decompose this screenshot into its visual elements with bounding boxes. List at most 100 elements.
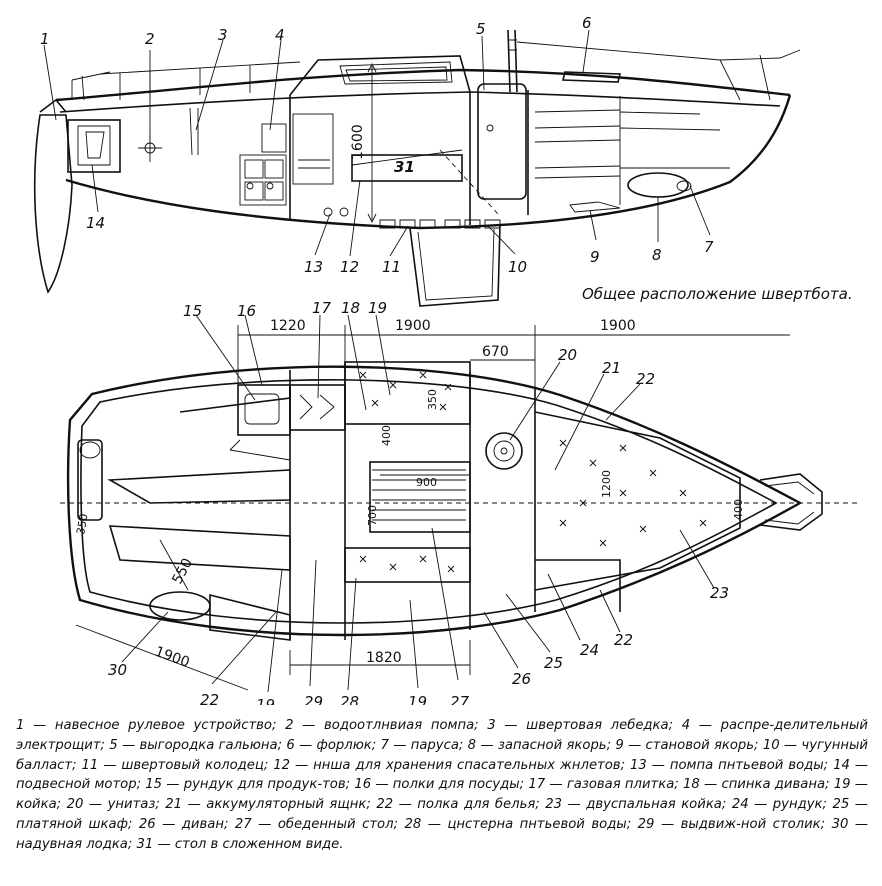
- legend-item: 9 — становой якорь;: [615, 737, 759, 753]
- side-elevation: 1 2 3 4 5 6 7 8 9 10 11 12 13 14 31 1600…: [33, 14, 853, 307]
- legend-text: выдвиж-ной столик;: [680, 816, 826, 832]
- dim-900: 900: [416, 476, 437, 489]
- legend-number: 29: [637, 816, 655, 832]
- legend-item: 11 — швертовый колодец;: [81, 757, 269, 773]
- dim-1820: 1820: [366, 650, 402, 666]
- callout-12: 12: [340, 258, 359, 276]
- legend-text: полка для белья;: [417, 797, 540, 813]
- legend-number: 10: [762, 737, 780, 753]
- legend-item: 17 — газовая плитка;: [528, 777, 679, 793]
- legend-number: 17: [528, 777, 546, 793]
- legend-number: 15: [145, 777, 163, 793]
- legend-number: 26: [138, 816, 156, 832]
- label-31: 31: [394, 158, 415, 176]
- legend-number: 27: [234, 816, 252, 832]
- callout-18: 18: [341, 299, 360, 317]
- callout-19-bottom-left: 19: [256, 696, 275, 705]
- callout-27: 27: [450, 693, 470, 705]
- callout-20: 20: [558, 346, 577, 364]
- legend-item: 31 — стол в сложенном виде.: [136, 836, 344, 852]
- dim-400-left: 400: [380, 425, 393, 446]
- legend-text: рундук для продук-тов;: [183, 777, 351, 793]
- legend-number: 31: [136, 836, 154, 852]
- legend-item: 22 — полка для белья;: [376, 797, 540, 813]
- legend-text: рундук;: [772, 797, 827, 813]
- legend-item: 29 — выдвиж-ной столик;: [637, 816, 826, 832]
- legend-text: распре-делительный электрощит;: [16, 718, 868, 753]
- legend-text: швертовая лебедка;: [526, 718, 674, 733]
- callout-11: 11: [382, 258, 401, 276]
- legend-number: 11: [81, 757, 99, 773]
- callout-13: 13: [304, 258, 323, 276]
- legend-item: 20 — унитаз;: [66, 797, 160, 813]
- legend-item: 3 — швертовая лебедка;: [487, 718, 674, 733]
- side-view-caption: Общее расположение швертбота.: [582, 285, 853, 303]
- legend-number: 28: [404, 816, 422, 832]
- legend-number: 25: [832, 797, 850, 813]
- legend-text: полки для посуды;: [392, 777, 525, 793]
- dim-350-stern: 350: [74, 513, 90, 536]
- legend-text: койка;: [16, 797, 62, 813]
- legend-number: 19: [833, 777, 851, 793]
- legend-number: 3: [487, 718, 496, 733]
- legend-item: 7 — паруса;: [380, 737, 464, 753]
- dim-670: 670: [482, 344, 509, 360]
- legend-text: платяной шкаф;: [16, 816, 133, 832]
- legend-item: 27 — обеденный стол;: [234, 816, 398, 832]
- legend-number: 14: [833, 757, 850, 773]
- callout-1: 1: [40, 30, 50, 48]
- legend-text: стол в сложенном виде.: [174, 836, 344, 852]
- legend-text: обеденный стол;: [277, 816, 398, 832]
- legend-item: 13 — помпа пнтьевой воды;: [629, 757, 829, 773]
- legend-number: 24: [731, 797, 749, 813]
- dim-1220: 1220: [270, 318, 306, 334]
- legend-item: 30 — надувная лодка;: [16, 816, 869, 852]
- legend-text: диван;: [181, 816, 229, 832]
- dim-550: 550: [169, 556, 196, 587]
- legend-text: водоотлнвиая помпа;: [323, 718, 479, 733]
- legend-text: становой якорь;: [645, 737, 759, 753]
- legend-text: навесное рулевое устройство;: [54, 718, 277, 733]
- legend-number: 30: [831, 816, 849, 832]
- legend-text: двуспальная койка;: [586, 797, 727, 813]
- callout-7: 7: [704, 238, 714, 256]
- legend-item: 24 — рундук;: [731, 797, 827, 813]
- dim-1200: 1200: [600, 470, 613, 498]
- callout-10: 10: [508, 258, 527, 276]
- plan-view: 15 16 17 18 19 20 21 22 23 24 25 26 27 2…: [60, 299, 860, 705]
- legend-text: газовая плитка;: [566, 777, 679, 793]
- legend-number: 5: [109, 737, 118, 753]
- legend-number: 20: [66, 797, 84, 813]
- legend-number: 4: [681, 718, 691, 733]
- callout-23: 23: [710, 584, 729, 602]
- legend-number: 23: [545, 797, 563, 813]
- legend-number: 6: [286, 737, 295, 753]
- legend-item: 1 — навесное рулевое устройство;: [16, 718, 277, 733]
- callout-21: 21: [602, 359, 621, 377]
- legend-item: 2 — водоотлнвиая помпа;: [285, 718, 479, 733]
- legend-text: помпа пнтьевой воды;: [669, 757, 829, 773]
- legend-item: 16 — полки для посуды;: [354, 777, 525, 793]
- legend-text: цнстерна пнтьевой воды;: [447, 816, 632, 832]
- legend-text: надувная лодка;: [16, 836, 133, 852]
- legend-item: 28 — цнстерна пнтьевой воды;: [404, 816, 632, 832]
- callout-28: 28: [340, 693, 359, 705]
- legend-item: 14 — подвесной мотор;: [16, 757, 868, 793]
- dim-350: 350: [426, 389, 439, 410]
- legend-text: запасной якорь;: [497, 737, 612, 753]
- legend-item: 23 — двуспальная койка;: [545, 797, 727, 813]
- legend-item: 8 — запасной якорь;: [467, 737, 612, 753]
- callout-6: 6: [582, 14, 592, 32]
- legend-number: 9: [615, 737, 624, 753]
- legend: 1 — навесное рулевое устройство; 2 — вод…: [16, 716, 868, 855]
- legend-number: 16: [354, 777, 372, 793]
- callout-2: 2: [145, 30, 155, 48]
- callout-17: 17: [312, 299, 332, 317]
- callout-19-bottom: 19: [408, 693, 427, 705]
- legend-item: 21 — аккумуляторный ящнк;: [165, 797, 371, 813]
- sailboat-layout-drawing: 1 2 3 4 5 6 7 8 9 10 11 12 13 14 31 1600…: [33, 14, 860, 705]
- callout-24: 24: [580, 641, 599, 659]
- legend-item: 26 — диван;: [138, 816, 229, 832]
- legend-text: спинка дивана;: [721, 777, 830, 793]
- callout-26: 26: [512, 670, 531, 688]
